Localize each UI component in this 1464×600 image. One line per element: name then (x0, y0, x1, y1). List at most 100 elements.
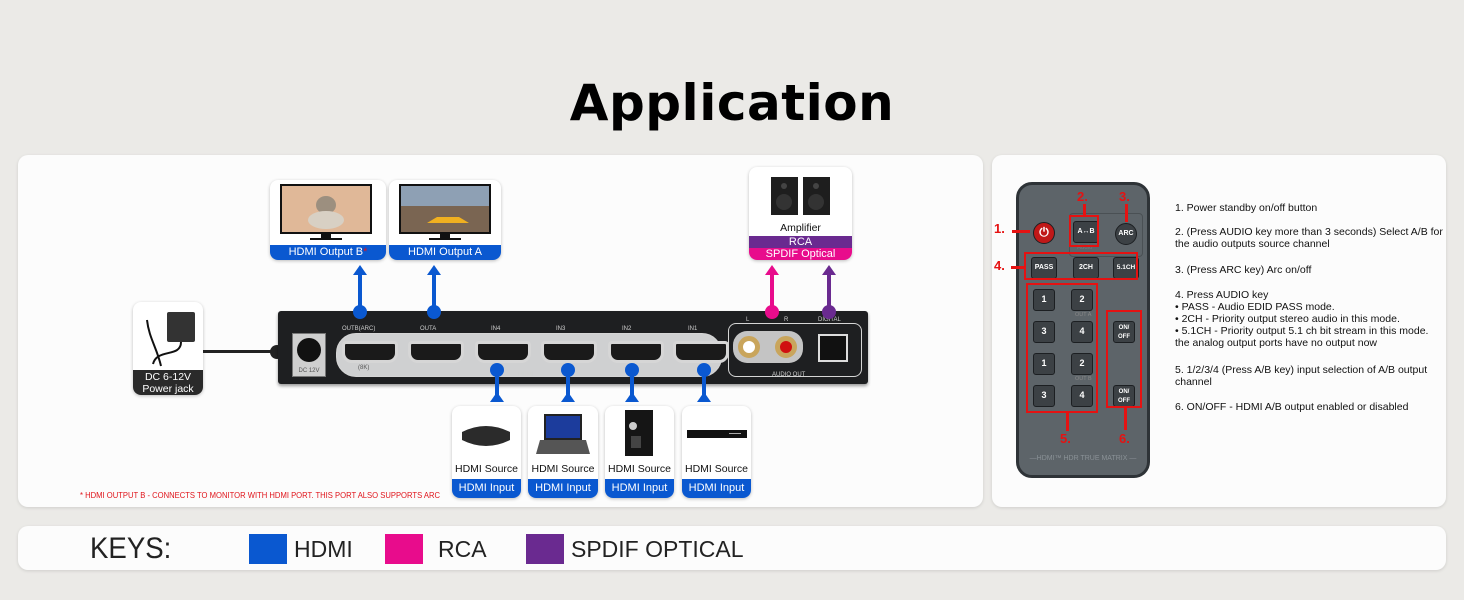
arrow-up-icon (822, 265, 836, 275)
source-band: HDMI Input (528, 479, 598, 498)
rca-left-port (738, 336, 760, 358)
2ch-button[interactable]: 2CH (1073, 257, 1099, 279)
output-a-connector (432, 273, 436, 311)
out-a-4-button[interactable]: 4 (1071, 321, 1093, 343)
source-caption: HDMI Source (454, 463, 518, 475)
hdmi-swatch (249, 534, 287, 564)
port-label-in2: IN2 (622, 326, 632, 332)
monitor-car-icon (399, 184, 491, 240)
input-connector (495, 370, 499, 400)
arc-button[interactable]: ARC (1115, 223, 1137, 245)
dc-label: DC 12V (298, 368, 320, 374)
monitor-cat-icon (280, 184, 372, 240)
source-caption: HDMI Source (531, 463, 595, 475)
marker-2: 2. (1077, 189, 1088, 204)
description-4-bullet: • 2CH - Priority output stereo audio in … (1175, 313, 1400, 325)
out-a-2-button[interactable]: 2 (1071, 289, 1093, 311)
description-4: 4. Press AUDIO key • PASS - Audio EDID P… (1175, 289, 1445, 349)
output-b-dot (353, 305, 367, 319)
arrow-up-icon (561, 392, 575, 402)
out-b-4-button[interactable]: 4 (1071, 385, 1093, 407)
out-a-label: OUT A (1075, 312, 1092, 318)
hdmi-port-in3 (541, 341, 597, 363)
annotation-box-5 (1026, 283, 1098, 413)
spdif-dot (822, 305, 836, 319)
page-title: Application (569, 74, 895, 132)
keys-title: KEYS: (90, 532, 172, 565)
output-b-card: HDMI Output B* (270, 180, 386, 260)
description-4-title: 4. Press AUDIO key (1175, 289, 1269, 301)
audio-label: Audio (1077, 245, 1093, 251)
description-3: 3. (Press ARC key) Arc on/off (1175, 264, 1312, 276)
audio-r-label: R (784, 317, 789, 323)
annotation-line-4 (1011, 266, 1025, 269)
audio-l-label: L (746, 317, 750, 323)
power-connection-line (203, 350, 275, 353)
remote-control: ⏻ A↔B Audio ARC PASS 2CH 5.1CH 1 2 OUT A… (1016, 182, 1150, 478)
rca-dot (765, 305, 779, 319)
out-a-3-button[interactable]: 3 (1033, 321, 1055, 343)
source-card: HDMI Source HDMI Input (452, 406, 521, 498)
arrow-up-icon (625, 392, 639, 402)
arrow-up-icon (353, 265, 367, 275)
input-connector (566, 370, 570, 400)
laptop-icon (536, 414, 590, 454)
input-connector (702, 370, 706, 400)
source-caption: HDMI Source (607, 463, 671, 475)
out-a-1-button[interactable]: 1 (1033, 289, 1055, 311)
optical-port (818, 334, 848, 362)
out-b-onoff-button[interactable]: ON/ OFF (1113, 385, 1135, 407)
port-label-in3: IN3 (556, 326, 566, 332)
port-label-outb: OUTB(ARC) (342, 326, 376, 332)
description-5: 5. 1/2/3/4 (Press A/B key) input selecti… (1175, 364, 1428, 388)
marker-5: 5. (1060, 431, 1071, 446)
output-a-label: HDMI Output A (389, 245, 501, 260)
streaming-box-icon (462, 426, 510, 446)
hdmi-port-in4 (475, 341, 531, 363)
annotation-line-5 (1066, 413, 1069, 431)
footnote: * HDMI OUTPUT B - CONNECTS TO MONITOR WI… (80, 490, 441, 500)
digital-label: DIGITAL (818, 317, 841, 323)
power-adapter-icon (146, 312, 195, 367)
speakers-icon (771, 177, 830, 215)
audio-out-section (728, 323, 862, 377)
port-label-outa: OUTA (420, 326, 437, 332)
arrow-up-icon (490, 392, 504, 402)
marker-6: 6. (1119, 431, 1130, 446)
output-b-connector (358, 273, 362, 311)
annotation-box-6 (1106, 310, 1142, 408)
hdmi-port-in1 (673, 341, 729, 363)
out-b-2-button[interactable]: 2 (1071, 353, 1093, 375)
port-label-in4: IN4 (491, 326, 501, 332)
output-a-dot (427, 305, 441, 319)
description-2: 2. (Press AUDIO key more than 3 seconds)… (1175, 226, 1443, 250)
spdif-optical-label: SPDIF Optical (749, 248, 852, 260)
description-1: 1. Power standby on/off button (1175, 202, 1318, 214)
power-label-line1: DC 6-12V (144, 371, 192, 383)
spdif-key-label: SPDIF OPTICAL (571, 536, 744, 562)
source-card: HDMI Source HDMI Input (605, 406, 674, 498)
annotation-line-6 (1124, 408, 1127, 430)
rca-connector (770, 273, 774, 311)
hdmi-label: HDMI (518, 372, 534, 378)
marker-4: 4. (994, 258, 1005, 273)
annotation-line-1 (1012, 230, 1030, 233)
bluray-player-icon (687, 430, 747, 438)
out-b-3-button[interactable]: 3 (1033, 385, 1055, 407)
remote-brand-label: —HDMI™ HDR TRUE MATRIX — (1029, 455, 1137, 462)
description-4-bullet: • PASS - Audio EDID PASS mode. (1175, 301, 1335, 313)
hdmi-port-in2 (608, 341, 664, 363)
rca-right-port (775, 336, 797, 358)
output-a-card: HDMI Output A (389, 180, 501, 260)
source-card: HDMI Source HDMI Input (528, 406, 598, 498)
power-button[interactable]: ⏻ (1033, 222, 1055, 244)
spdif-swatch (526, 534, 564, 564)
out-a-onoff-button[interactable]: ON/ OFF (1113, 321, 1135, 343)
annotation-line-3 (1125, 204, 1128, 222)
rca-label: RCA (749, 236, 852, 248)
output-b-label: HDMI Output B (288, 246, 364, 258)
audio-out-label: AUDIO OUT (772, 372, 806, 378)
arrow-up-icon (427, 265, 441, 275)
out-b-1-button[interactable]: 1 (1033, 353, 1055, 375)
annotation-box-2 (1069, 215, 1099, 247)
